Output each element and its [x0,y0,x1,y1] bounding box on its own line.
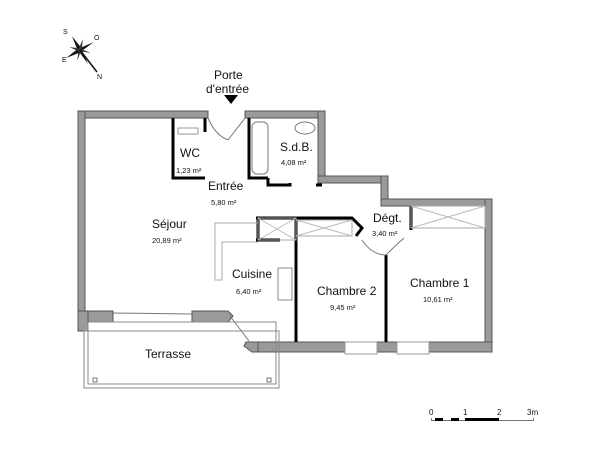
scale-tick-2: 2 [497,408,502,417]
room-name-wc: WC [180,146,200,160]
entrance-door [207,95,246,141]
scale-tick-1: 1 [463,408,468,417]
room-area-entree: 5,80 m² [211,198,237,207]
room-area-chambre2: 9,45 m² [330,303,356,312]
room-name-sdb: S.d.B. [280,140,313,154]
windows [112,312,430,355]
compass-rose-icon [66,36,98,73]
room-area-sdb: 4,08 m² [281,158,307,167]
room-name-chambre2: Chambre 2 [317,284,377,298]
room-name-cuisine: Cuisine [232,267,273,281]
entrance-arrow-icon [224,95,238,104]
scale-tick-0: 0 [429,408,434,417]
room-name-terrasse: Terrasse [145,347,192,361]
room-name-sejour: Séjour [152,217,187,231]
room-area-degt: 3,40 m² [372,229,398,238]
room-area-sejour: 20,89 m² [152,236,182,245]
room-area-cuisine: 6,40 m² [236,287,262,296]
room-name-chambre1: Chambre 1 [410,276,470,290]
room-area-wc: 1,23 m² [176,166,202,175]
entrance-label-line2: d'entrée [206,82,249,96]
compass-label-n: N [97,74,103,81]
terrace-outline [83,321,280,389]
room-name-degt: Dégt. [373,211,402,225]
scale-bar [431,418,534,422]
compass-label-e: E [62,57,67,64]
room-name-entree: Entrée [208,179,244,193]
compass-label-o: O [94,35,100,42]
scale-tick-3m: 3m [527,408,539,417]
room-area-chambre1: 10,61 m² [423,295,453,304]
compass-label-s: S [63,29,68,36]
entrance-label-line1: Porte [214,68,243,82]
fixtures [177,121,486,301]
